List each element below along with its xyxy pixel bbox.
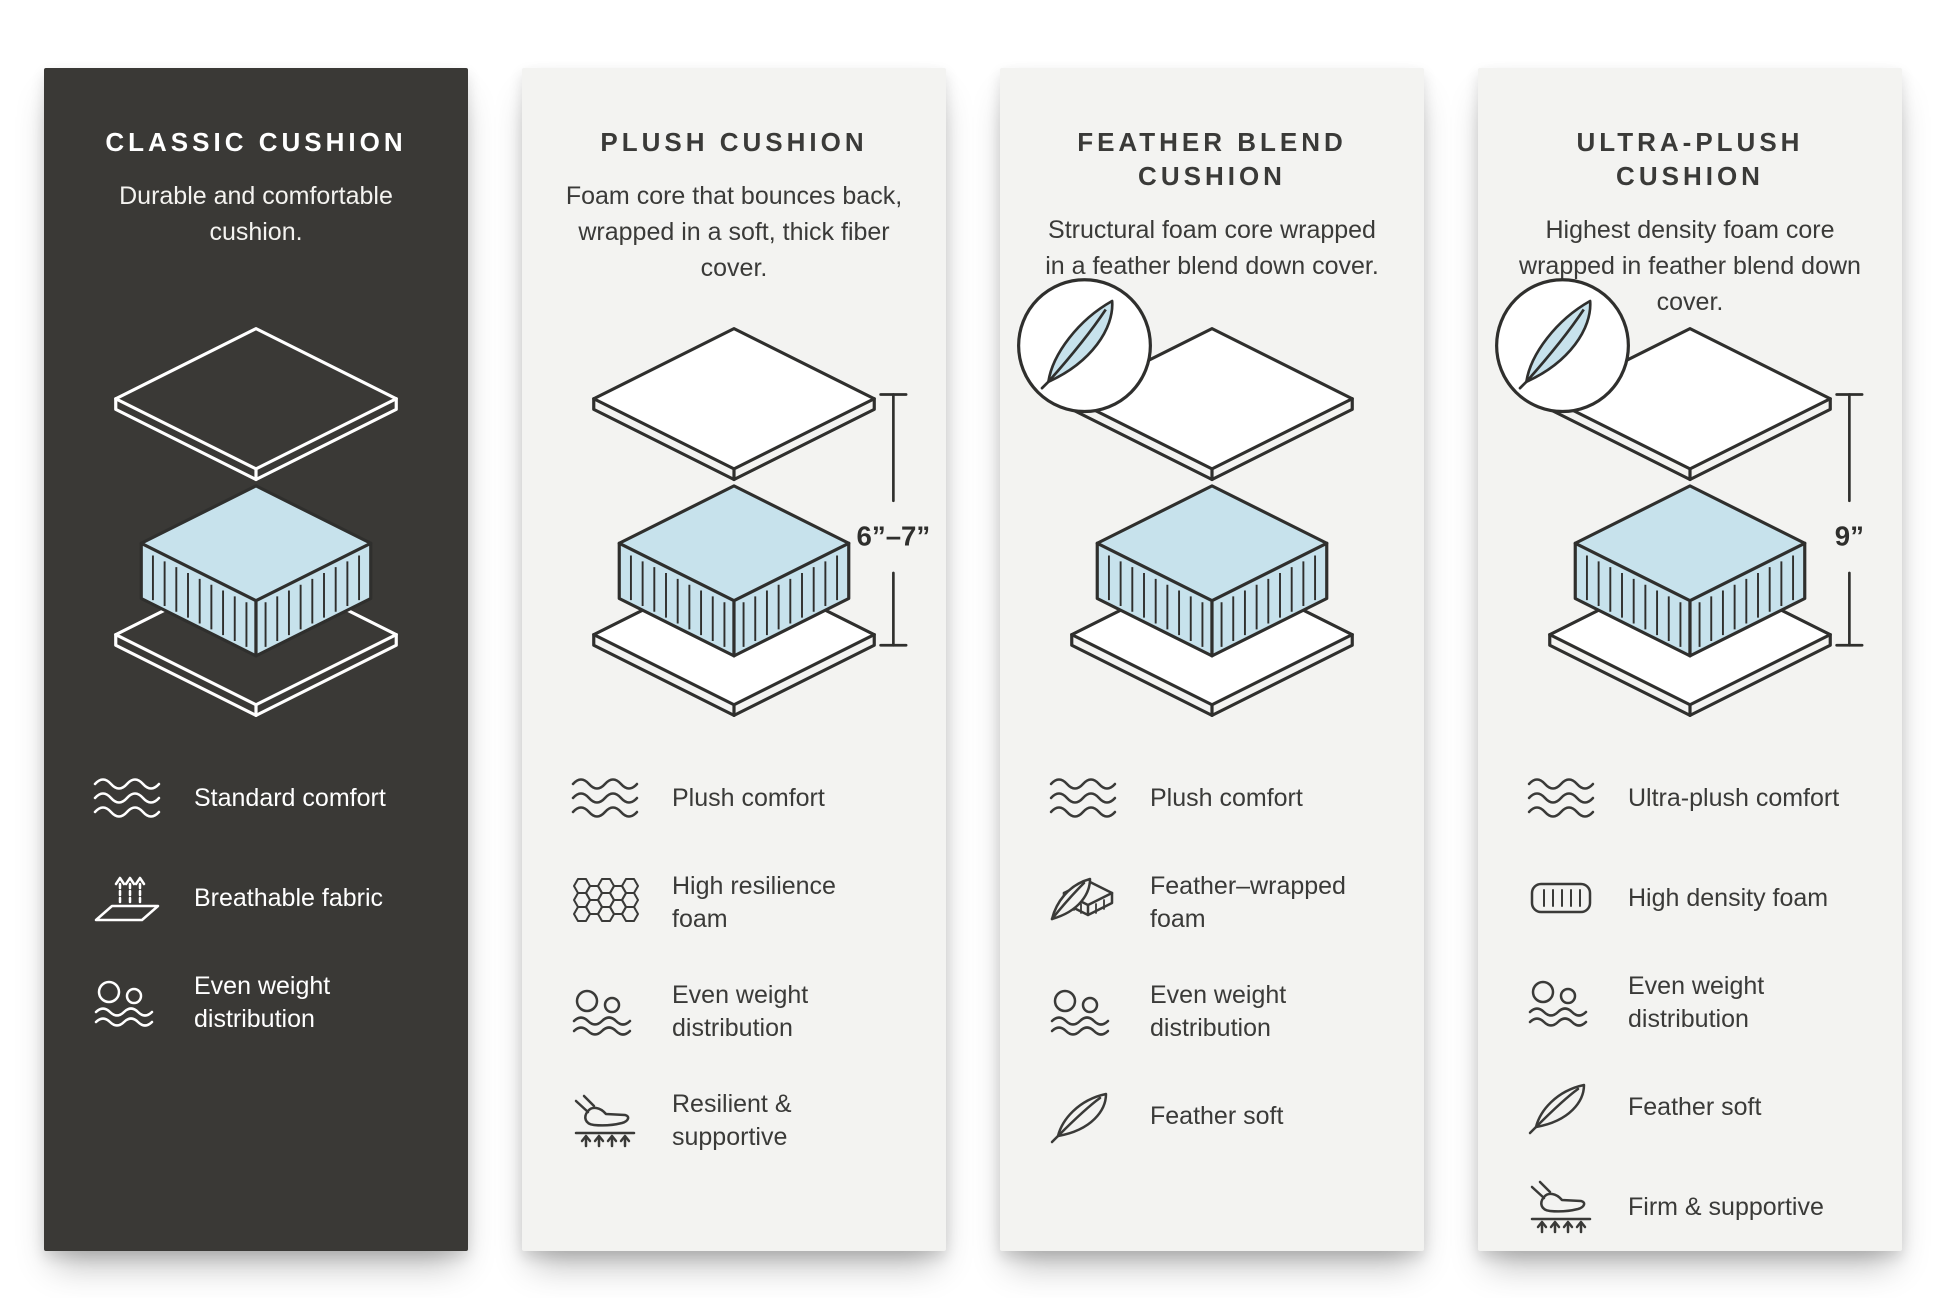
honeycomb-icon <box>572 875 640 931</box>
cushion-layers-diagram: 6”–7” <box>522 318 946 728</box>
feature-item: Even weight distribution <box>1528 970 1892 1035</box>
card-title: FEATHER BLEND CUSHION <box>1077 127 1347 191</box>
card-header: ULTRA-PLUSH CUSHION Highest density foam… <box>1478 68 1902 318</box>
feature-label: Breathable fabric <box>194 883 384 912</box>
feature-item: Standard comfort <box>93 770 458 826</box>
cushion-card-plush: PLUSH CUSHION Foam core that bounces bac… <box>522 68 946 1251</box>
feature-item: Feather soft <box>1528 1079 1892 1135</box>
foam-core-layer <box>139 484 373 658</box>
cushion-layers-diagram <box>1000 278 1424 728</box>
cushion-card-ultra-plush: ULTRA-PLUSH CUSHION Highest density foam… <box>1478 68 1902 1251</box>
feature-item: Plush comfort <box>1049 770 1414 826</box>
feature-item: Plush comfort <box>571 770 936 826</box>
hand-press-icon <box>572 1093 638 1149</box>
feature-item: Feather soft <box>1050 1088 1414 1144</box>
cushion-diagram-svg <box>1017 278 1354 717</box>
foam-core-layer <box>617 484 851 658</box>
feather-icon <box>1050 1088 1116 1144</box>
thickness-dimension-line <box>1835 393 1864 647</box>
thickness-dimension-line <box>879 393 908 647</box>
even-weight-icon <box>94 975 160 1031</box>
feature-list: Plush comfort Feather–wrapped foam Even … <box>1000 770 1424 1144</box>
feather-foam-icon <box>1050 875 1116 931</box>
feature-item: Even weight distribution <box>1050 979 1414 1044</box>
feature-label: Resilient & supportive <box>672 1090 792 1151</box>
foam-core-layer <box>1573 484 1807 658</box>
card-title: CLASSIC CUSHION <box>105 127 407 157</box>
feather-badge-icon <box>1017 278 1152 414</box>
feature-label: Feather soft <box>1150 1101 1284 1130</box>
waves-icon <box>1049 770 1117 826</box>
cushion-card-feather-blend: FEATHER BLEND CUSHION Structural foam co… <box>1000 68 1424 1251</box>
feature-item: High resilience foam <box>572 870 936 935</box>
feature-label: High density foam <box>1628 883 1829 912</box>
cushion-layers-diagram <box>44 318 468 728</box>
cushion-comparison-board: CLASSIC CUSHION Durable and comfortable … <box>44 68 1902 1251</box>
feature-label: Even weight distribution <box>194 972 331 1033</box>
cushion-diagram-svg: 6”–7” <box>592 327 930 717</box>
card-title: PLUSH CUSHION <box>600 127 868 157</box>
thickness-measurement: 6”–7” <box>857 520 931 551</box>
hand-press-icon <box>1528 1179 1594 1235</box>
waves-icon <box>93 770 161 826</box>
feather-icon <box>1528 1079 1594 1135</box>
feature-item: Even weight distribution <box>572 979 936 1044</box>
card-description: Structural foam core wrapped in a feathe… <box>1045 215 1379 280</box>
feature-label: Plush comfort <box>1150 783 1303 812</box>
feature-label: Even weight distribution <box>1628 972 1765 1033</box>
even-weight-icon <box>572 984 638 1040</box>
thickness-measurement: 9” <box>1835 520 1864 551</box>
feature-label: High resilience foam <box>672 872 836 933</box>
cushion-layers-diagram: 9” <box>1478 278 1902 728</box>
waves-icon <box>571 770 639 826</box>
feature-item: Ultra-plush comfort <box>1527 770 1892 826</box>
feature-list: Ultra-plush comfort High density foam Ev… <box>1478 770 1902 1235</box>
cushion-card-classic: CLASSIC CUSHION Durable and comfortable … <box>44 68 468 1251</box>
feature-item: Resilient & supportive <box>572 1088 936 1153</box>
feature-item: Breathable fabric <box>94 870 458 926</box>
feature-item: Firm & supportive <box>1528 1179 1892 1235</box>
feature-label: Standard comfort <box>194 783 386 812</box>
card-description: Highest density foam core wrapped in fea… <box>1519 215 1861 316</box>
feature-label: Even weight distribution <box>1150 981 1287 1042</box>
cushion-diagram-svg <box>114 327 398 717</box>
foam-core-layer <box>1095 484 1329 658</box>
cushion-diagram-svg: 9” <box>1495 278 1864 717</box>
even-weight-icon <box>1050 984 1116 1040</box>
feature-list: Plush comfort High resilience foam Even … <box>522 770 946 1153</box>
card-header: FEATHER BLEND CUSHION Structural foam co… <box>1000 68 1424 318</box>
feature-item: Even weight distribution <box>94 970 458 1035</box>
feature-label: Feather–wrapped foam <box>1150 872 1346 933</box>
density-foam-icon <box>1528 870 1594 926</box>
feature-label: Firm & supportive <box>1628 1192 1824 1221</box>
card-header: PLUSH CUSHION Foam core that bounces bac… <box>522 68 946 318</box>
card-title: ULTRA-PLUSH CUSHION <box>1576 127 1804 191</box>
feature-label: Ultra-plush comfort <box>1628 783 1840 812</box>
waves-icon <box>1527 770 1595 826</box>
card-description: Durable and comfortable cushion. <box>119 181 393 246</box>
card-description: Foam core that bounces back, wrapped in … <box>565 181 903 282</box>
feature-item: Feather–wrapped foam <box>1050 870 1414 935</box>
feature-item: High density foam <box>1528 870 1892 926</box>
feature-label: Plush comfort <box>672 783 825 812</box>
feature-list: Standard comfort Breathable fabric Even … <box>44 770 468 1035</box>
even-weight-icon <box>1528 975 1594 1031</box>
feature-label: Feather soft <box>1628 1092 1762 1121</box>
card-header: CLASSIC CUSHION Durable and comfortable … <box>44 68 468 318</box>
feature-label: Even weight distribution <box>672 981 809 1042</box>
breathable-fabric-icon <box>94 870 160 926</box>
feather-badge-icon <box>1495 278 1630 414</box>
